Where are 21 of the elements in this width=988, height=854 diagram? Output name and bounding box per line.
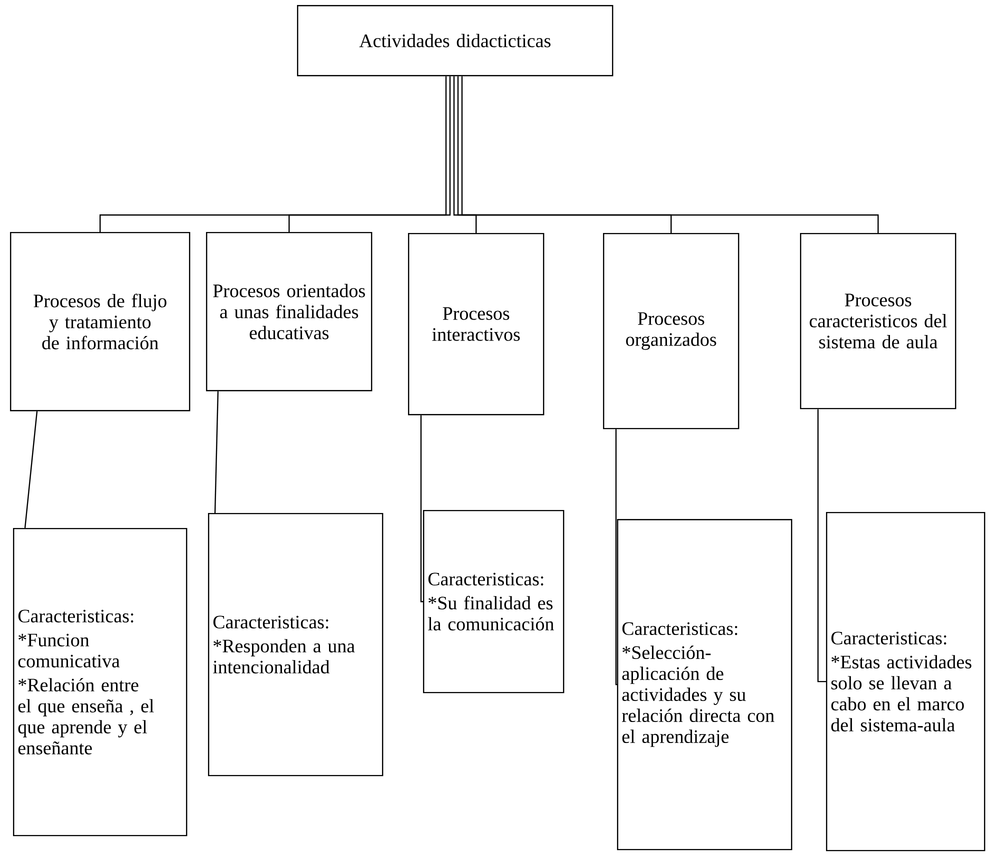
connector-line [817,409,826,682]
characteristics-box: Caracteristicas: *Selección-aplicación de actividades y su relación directa con el aprendizaje [617,519,792,850]
process-box: Procesos interactivos [408,232,544,416]
connector-line [24,411,38,528]
characteristics-box: Caracteristicas: *Su finalidad es la comunicación [423,510,564,694]
connector-line [461,76,879,233]
connector-line [288,76,451,232]
characteristics-box: Caracteristicas: *Responden a una intencionalidad [208,512,384,776]
title-box: Actividades didacticticas [297,5,614,76]
connector-line [453,76,477,233]
characteristics-box: Caracteristicas: *Estas actividades solo se llevan a cabo en el marco del sistema-aula [826,512,986,852]
connector-line [214,391,219,513]
process-box: Procesos caracteristicos del sistema de aula [800,232,956,410]
connector-line [615,429,618,686]
characteristics-box: Caracteristicas: *Funcion comunicativa *Relación entre el que enseña , el que aprende y el enseñante [13,528,188,836]
process-box: Procesos orientados a unas finalidades educativas [206,232,372,392]
connector-line [457,76,672,233]
process-box: Procesos de flujo y tratamiento de información [10,232,190,412]
process-box: Procesos organizados [603,232,740,430]
connector-line [100,76,447,232]
connector-line [420,415,423,602]
